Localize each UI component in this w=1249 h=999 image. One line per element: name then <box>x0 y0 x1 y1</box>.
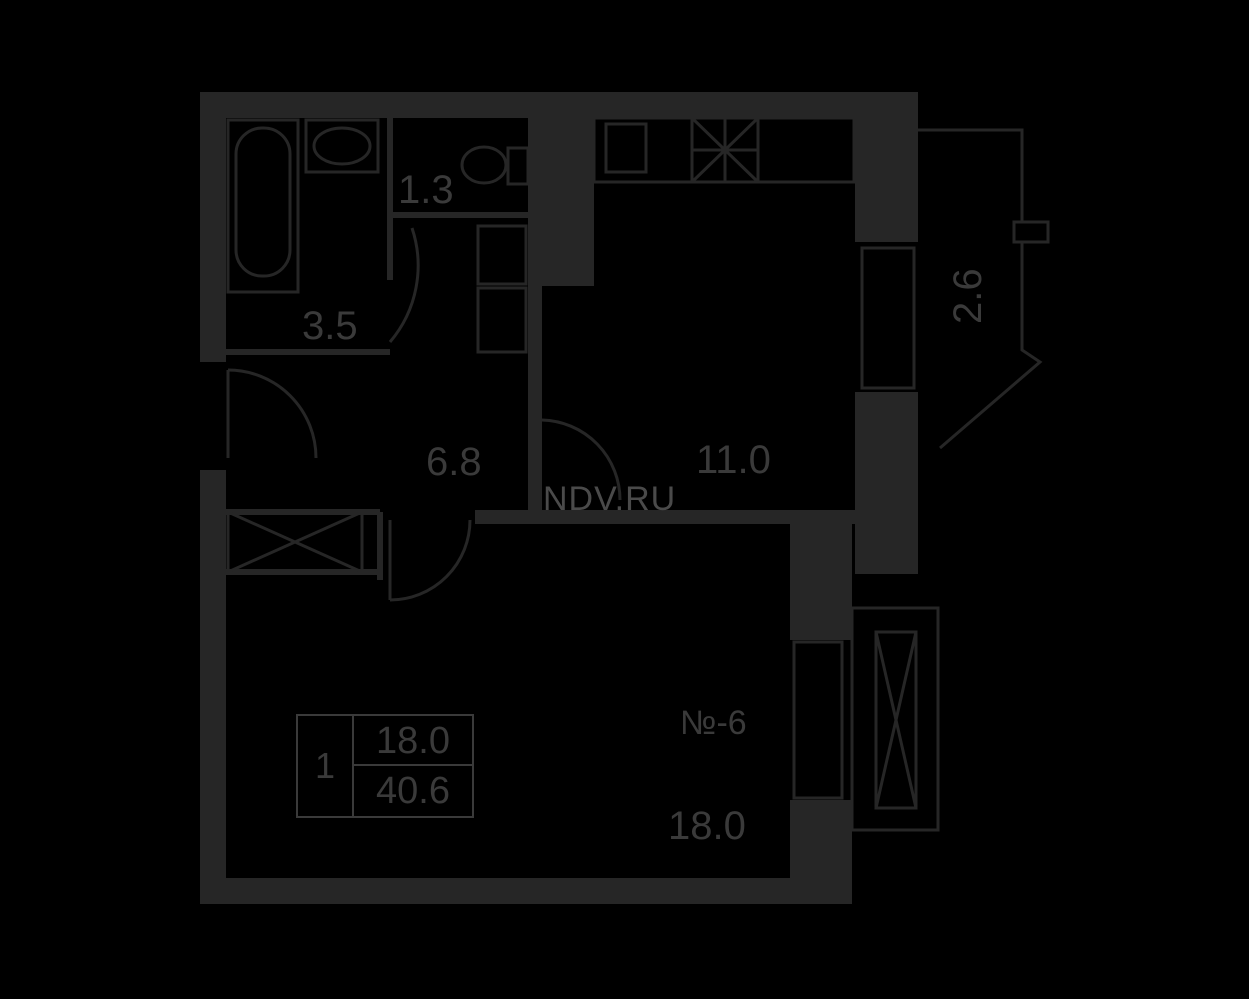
apartment-number: №-6 <box>680 704 747 742</box>
kitchen-area: 11.0 <box>696 438 771 482</box>
hall-area: 6.8 <box>426 440 482 484</box>
watermark: NDV.RU <box>543 480 677 518</box>
legend-room-count: 1 <box>298 716 354 816</box>
toilet-area: 1.3 <box>398 168 454 212</box>
bedroom-area: 18.0 <box>668 804 746 848</box>
balcony-area: 2.6 <box>946 268 990 324</box>
legend-total-area: 40.6 <box>376 770 450 812</box>
windows <box>792 128 1050 832</box>
area-legend: 1 18.0 40.6 <box>296 714 474 818</box>
legend-living-area: 18.0 <box>354 716 472 766</box>
bathroom-area: 3.5 <box>302 304 358 348</box>
fixtures <box>226 116 856 574</box>
doors <box>226 227 622 602</box>
outer-walls <box>200 92 918 904</box>
